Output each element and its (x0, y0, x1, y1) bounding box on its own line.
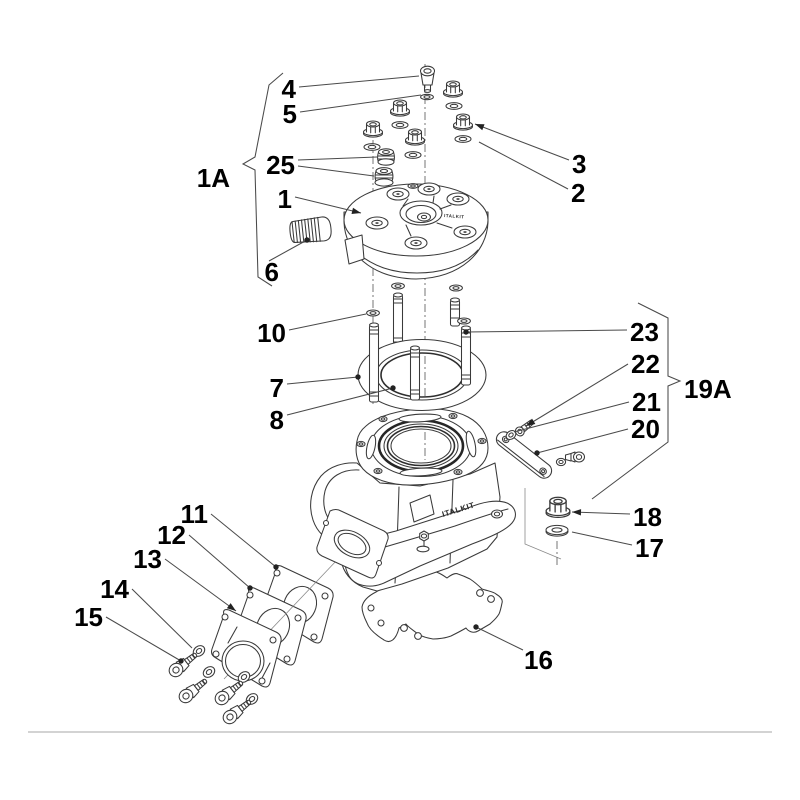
leader-line-2 (478, 141, 569, 190)
rubber-grommets (374, 148, 395, 187)
leader-line-7 (286, 376, 359, 385)
leader-arrow (226, 603, 236, 611)
callout-label-5: 5 (283, 99, 297, 129)
leader-line-4 (298, 75, 420, 88)
leader-line-23 (465, 329, 628, 333)
callout-label-22: 22 (631, 349, 660, 379)
leader-line-5 (299, 94, 422, 113)
leader-line-20 (536, 428, 629, 454)
leader-line-8 (286, 387, 394, 416)
strap-guide-line (524, 488, 562, 560)
callout-label-17: 17 (635, 533, 664, 563)
leader-dot (247, 585, 253, 591)
leader-line-6 (268, 239, 308, 262)
callout-label-23: 23 (630, 317, 659, 347)
leader-line-16 (475, 626, 524, 651)
leader-line-25 (297, 156, 378, 161)
head-bolt-washer (420, 93, 434, 101)
leader-line-21 (513, 401, 630, 433)
leader-line-22 (525, 363, 629, 427)
bracket-1A (241, 72, 284, 287)
cylinder-front-bolt (416, 530, 430, 553)
studs (368, 297, 472, 403)
leader-line-18 (571, 511, 631, 515)
leader-line-15 (105, 616, 182, 662)
head-nuts (362, 80, 474, 146)
leader-dot (534, 450, 540, 456)
leader-line-11 (210, 513, 277, 568)
leader-line-25 (297, 165, 375, 177)
bracket-19A (591, 302, 682, 500)
leader-dot (178, 658, 184, 664)
leader-line-14 (131, 588, 193, 649)
leader-arrow (526, 418, 536, 426)
leader-dot (304, 237, 310, 243)
leader-arrow (475, 124, 485, 131)
callout-label-8: 8 (270, 405, 284, 435)
callout-label-10: 10 (257, 318, 286, 348)
callout-label-19A: 19A (684, 374, 732, 404)
callout-label-16: 16 (524, 645, 553, 675)
cylinder-intake-flange (316, 508, 389, 579)
callout-label-25: 25 (266, 150, 295, 180)
leader-line-12 (188, 534, 251, 589)
callout-label-15: 15 (74, 602, 103, 632)
flange-nut-18 (545, 496, 571, 519)
callout-label-20: 20 (631, 414, 660, 444)
washer-17 (545, 524, 569, 537)
callout-label-21: 21 (632, 387, 661, 417)
leader-line-17 (571, 531, 633, 546)
callout-label-12: 12 (157, 520, 186, 550)
leader-line-10 (288, 313, 367, 331)
callout-label-18: 18 (633, 502, 662, 532)
head-bolt (419, 65, 436, 93)
leader-dot (463, 329, 469, 335)
leader-dot (273, 564, 279, 570)
callout-label-2: 2 (571, 178, 585, 208)
callout-label-13: 13 (133, 544, 162, 574)
callout-label-7: 7 (270, 373, 284, 403)
callout-label-11: 11 (181, 499, 209, 529)
leader-dot (355, 374, 361, 380)
callout-label-6: 6 (265, 257, 279, 287)
callout-label-14: 14 (100, 574, 129, 604)
base-gasket (361, 570, 503, 643)
callout-layer: 4525161078111213141516322322212018171A19… (74, 72, 732, 675)
leader-dot (473, 624, 479, 630)
leader-line-1 (294, 196, 362, 214)
leader-line-3 (474, 123, 570, 161)
cylinder-head: ITALKIT (343, 182, 489, 280)
stud-rear-left (392, 292, 404, 345)
callout-label-4: 4 (282, 74, 297, 104)
leader-arrow (572, 509, 582, 516)
head-casting-text: ITALKIT (444, 213, 465, 219)
leader-line-13 (164, 558, 237, 612)
callout-label-1: 1 (278, 184, 292, 214)
leader-dot (390, 385, 396, 391)
cylinder-bottom-flange (344, 500, 516, 587)
cylinder: ITALKIT (310, 408, 516, 592)
strap-screw (555, 451, 586, 467)
callout-label-3: 3 (572, 149, 586, 179)
leader-arrow (351, 207, 361, 214)
coolant-fitting (289, 216, 332, 244)
callout-label-1A: 1A (197, 163, 230, 193)
head-stay-strap (495, 431, 553, 479)
